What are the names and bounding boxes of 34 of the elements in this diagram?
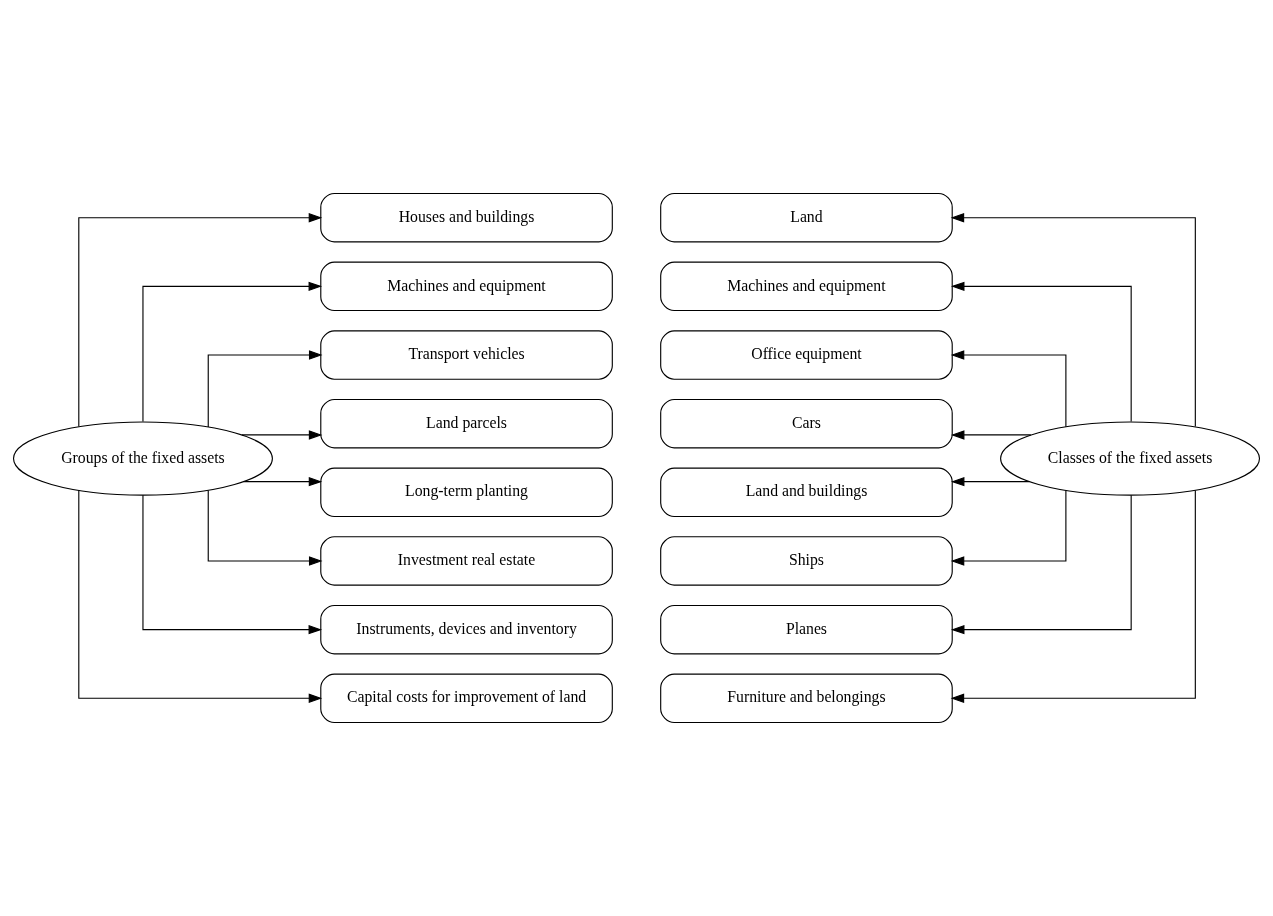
node-box: Ships [660, 536, 953, 586]
node-box: Cars [660, 398, 953, 449]
node-box: Furniture and belongings [660, 673, 953, 724]
node-box: Land [660, 192, 953, 243]
arrow [950, 350, 1067, 428]
arrow [950, 489, 1067, 566]
arrow [950, 281, 1132, 423]
node-box: Land and buildings [660, 467, 953, 518]
arrow [950, 212, 1196, 428]
node-box: Transport vehicles [320, 330, 613, 380]
arrow [142, 494, 323, 635]
node-box: Planes [660, 604, 953, 655]
node-box: Land parcels [320, 398, 613, 449]
node-box: Long-term planting [320, 467, 613, 518]
arrow [78, 489, 323, 704]
node-box: Capital costs for improvement of land [320, 673, 613, 724]
node-box: Office equipment [660, 330, 953, 380]
arrow [950, 476, 1030, 487]
node-ellipse: Groups of the fixed assets [12, 421, 273, 496]
arrow [950, 430, 1032, 440]
arrow [950, 489, 1196, 704]
node-box: Investment real estate [320, 536, 613, 586]
arrow [950, 494, 1132, 635]
arrow [78, 212, 323, 428]
arrow [142, 281, 323, 423]
arrow [207, 489, 323, 566]
node-ellipse: Classes of the fixed assets [1000, 421, 1261, 496]
node-box: Instruments, devices and inventory [320, 604, 613, 655]
arrow [243, 476, 323, 487]
node-box: Houses and buildings [320, 192, 613, 243]
node-box: Machines and equipment [660, 261, 953, 312]
arrow [241, 430, 323, 440]
node-box: Machines and equipment [320, 261, 613, 312]
arrow [207, 350, 323, 428]
